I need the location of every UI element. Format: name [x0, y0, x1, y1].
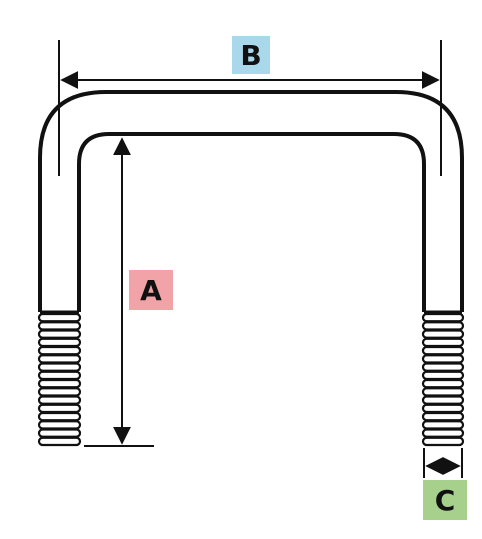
- thread-ridge: [421, 411, 465, 422]
- left-threaded-leg: [37, 310, 82, 447]
- thread-ridge: [37, 362, 82, 372]
- thread-ridge: [421, 395, 465, 405]
- dimension-b: [58, 40, 442, 176]
- thread-ridge: [37, 345, 82, 356]
- thread-ridge: [421, 329, 465, 339]
- thread-ridge: [37, 411, 82, 422]
- thread-ridge: [37, 321, 82, 331]
- thread-ridge: [421, 362, 465, 372]
- u-bolt-inner-outline: [77, 132, 426, 312]
- thread-ridge: [37, 329, 82, 339]
- thread-ridge: [421, 378, 465, 389]
- thread-ridge: [421, 321, 465, 331]
- thread-ridge: [37, 312, 82, 323]
- dimension-a: [84, 137, 154, 447]
- dimension-label-a: A: [129, 270, 173, 310]
- u-bolt-outer-outline: [38, 90, 464, 312]
- thread-ridge: [421, 345, 465, 356]
- thread-ridge: [421, 436, 465, 447]
- thread-ridge: [421, 354, 465, 364]
- thread-ridge: [37, 420, 82, 430]
- right-threaded-leg: [421, 310, 465, 447]
- thread-ridge: [37, 436, 82, 447]
- thread-ridge: [421, 337, 465, 348]
- dimension-label-c: C: [423, 480, 467, 520]
- thread-ridge: [37, 403, 82, 414]
- thread-ridge: [37, 337, 82, 348]
- thread-ridge: [37, 354, 82, 364]
- thread-ridge: [421, 428, 465, 438]
- thread-ridge: [37, 370, 82, 381]
- dimension-c: [423, 448, 463, 478]
- thread-ridge: [37, 395, 82, 405]
- thread-ridge: [37, 387, 82, 397]
- dimension-label-b: B: [232, 36, 270, 74]
- thread-ridge: [421, 420, 465, 430]
- thread-ridge: [421, 403, 465, 414]
- thread-ridge: [421, 370, 465, 381]
- thread-ridge: [421, 312, 465, 323]
- thread-ridge: [37, 378, 82, 389]
- thread-ridge: [421, 387, 465, 397]
- thread-ridge: [37, 428, 82, 438]
